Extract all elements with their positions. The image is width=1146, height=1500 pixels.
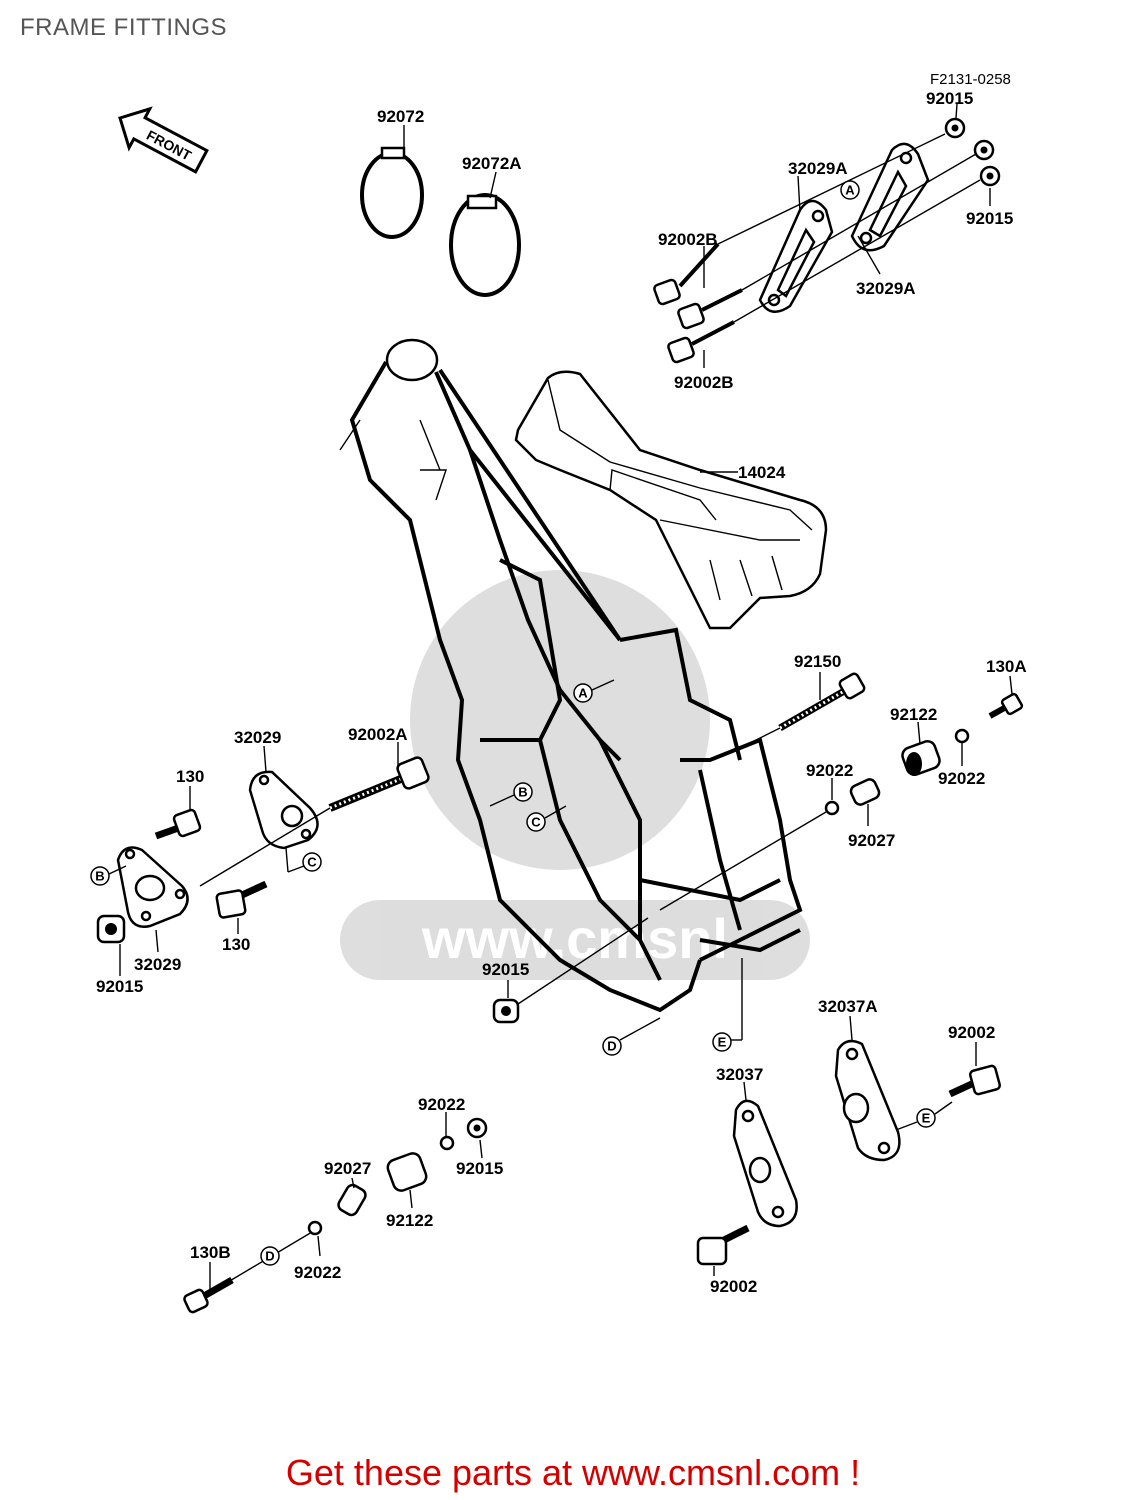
label-92002-right: 92002 bbox=[948, 1023, 995, 1042]
callout-e-frame: E bbox=[712, 1032, 732, 1052]
bolt-92002-right bbox=[948, 1064, 1002, 1098]
label-32029-bottom: 32029 bbox=[134, 955, 181, 974]
label-92022-b2: 92022 bbox=[294, 1263, 341, 1282]
bracket-32029a-left bbox=[758, 199, 834, 313]
watermark-text: www.cmsnl bbox=[421, 907, 728, 970]
svg-text:D: D bbox=[265, 1249, 274, 1264]
label-92002b-2: 92002B bbox=[674, 373, 734, 392]
reference-code: F2131-0258 bbox=[930, 71, 1011, 88]
bracket-32037 bbox=[732, 1099, 798, 1228]
bushing-92122-bottom bbox=[386, 1152, 428, 1192]
watermark: www.cmsnl bbox=[340, 570, 810, 980]
label-92015-mid: 92015 bbox=[482, 960, 529, 979]
label-92072: 92072 bbox=[377, 107, 424, 126]
clamp-92072a bbox=[449, 193, 521, 297]
label-92015-left: 92015 bbox=[96, 977, 143, 996]
nut-92015-left bbox=[96, 914, 126, 944]
washer-92022-r2 bbox=[824, 800, 840, 816]
bolt-92002a bbox=[328, 756, 430, 812]
label-92022-r2: 92022 bbox=[938, 769, 985, 788]
label-14024: 14024 bbox=[738, 463, 786, 482]
label-92022-r1: 92022 bbox=[806, 761, 853, 780]
label-92002-bottom: 92002 bbox=[710, 1277, 757, 1296]
label-92027-right: 92027 bbox=[848, 831, 895, 850]
front-arrow-icon: FRONT bbox=[118, 106, 209, 174]
label-32029a-1: 32029A bbox=[788, 159, 848, 178]
label-92122-bottom: 92122 bbox=[386, 1211, 433, 1230]
bushing-92122-right bbox=[901, 740, 941, 776]
label-130-top: 130 bbox=[176, 767, 204, 786]
svg-text:C: C bbox=[307, 855, 317, 870]
callout-e-right: E bbox=[916, 1108, 936, 1128]
svg-text:A: A bbox=[578, 686, 588, 701]
bolt-92002b-1 bbox=[653, 242, 720, 306]
label-130a: 130A bbox=[986, 657, 1027, 676]
svg-text:B: B bbox=[518, 785, 527, 800]
label-92122-right: 92122 bbox=[890, 705, 937, 724]
label-92015-bottom: 92015 bbox=[456, 1159, 503, 1178]
bolt-92002b-2 bbox=[677, 288, 743, 330]
frame-main bbox=[339, 338, 803, 1013]
bracket-32037a bbox=[834, 1039, 901, 1162]
nut-92015-bottom bbox=[466, 1117, 488, 1139]
bracket-32029a-right bbox=[850, 142, 930, 252]
label-32037a: 32037A bbox=[818, 997, 878, 1016]
washer-92022-r1 bbox=[954, 728, 970, 744]
callout-d-bottom: D bbox=[260, 1246, 280, 1266]
svg-text:D: D bbox=[607, 1039, 616, 1054]
nut-92015-top bbox=[944, 117, 966, 139]
clamp-92072 bbox=[360, 146, 424, 239]
callout-a-top: A bbox=[840, 180, 860, 200]
bolt-130b bbox=[183, 1276, 234, 1314]
bolt-92002b-3 bbox=[667, 320, 735, 364]
nut-92015-mid bbox=[973, 139, 995, 161]
label-92022-b1: 92022 bbox=[418, 1095, 465, 1114]
svg-text:B: B bbox=[95, 869, 104, 884]
callout-d-frame: D bbox=[602, 1036, 622, 1056]
callout-b-left: B bbox=[90, 866, 110, 886]
label-92072a: 92072A bbox=[462, 154, 522, 173]
svg-text:A: A bbox=[845, 183, 855, 198]
nut-92015-mid-frame bbox=[492, 998, 520, 1024]
label-130-bottom: 130 bbox=[222, 935, 250, 954]
bolt-92150 bbox=[778, 672, 866, 732]
bolt-130-bottom bbox=[215, 880, 268, 919]
bolt-130a bbox=[988, 692, 1024, 719]
label-32029-top: 32029 bbox=[234, 728, 281, 747]
collar-92027-right bbox=[849, 778, 881, 806]
svg-text:C: C bbox=[531, 815, 541, 830]
label-32037: 32037 bbox=[716, 1065, 763, 1084]
callout-c-left: C bbox=[302, 852, 322, 872]
label-92150: 92150 bbox=[794, 652, 841, 671]
guard-14024 bbox=[514, 370, 828, 630]
page-title: FRAME FITTINGS bbox=[20, 14, 227, 41]
bolt-130-top bbox=[154, 808, 202, 840]
callout-a-frame: A bbox=[573, 683, 593, 703]
washer-92022-b2 bbox=[307, 1220, 323, 1236]
callout-c-frame: C bbox=[526, 812, 546, 832]
bolt-92002-bottom bbox=[696, 1224, 750, 1266]
label-92015-top: 92015 bbox=[926, 89, 973, 108]
label-130b: 130B bbox=[190, 1243, 231, 1262]
svg-text:E: E bbox=[718, 1035, 727, 1050]
label-32029a-2: 32029A bbox=[856, 279, 916, 298]
nut-92015-right bbox=[979, 165, 1001, 187]
label-92002a: 92002A bbox=[348, 725, 408, 744]
bracket-32029-top bbox=[248, 770, 319, 850]
label-92027-bottom: 92027 bbox=[324, 1159, 371, 1178]
label-92002b-1: 92002B bbox=[658, 230, 718, 249]
svg-text:E: E bbox=[922, 1111, 931, 1126]
label-92015-right: 92015 bbox=[966, 209, 1013, 228]
bracket-32029-bottom bbox=[116, 846, 189, 928]
washer-92022-b1 bbox=[439, 1135, 455, 1151]
callout-b-frame: B bbox=[513, 782, 533, 802]
promo-banner-link[interactable]: Get these parts at www.cmsnl.com ! bbox=[285, 1452, 861, 1493]
collar-92027-bottom bbox=[337, 1183, 367, 1217]
